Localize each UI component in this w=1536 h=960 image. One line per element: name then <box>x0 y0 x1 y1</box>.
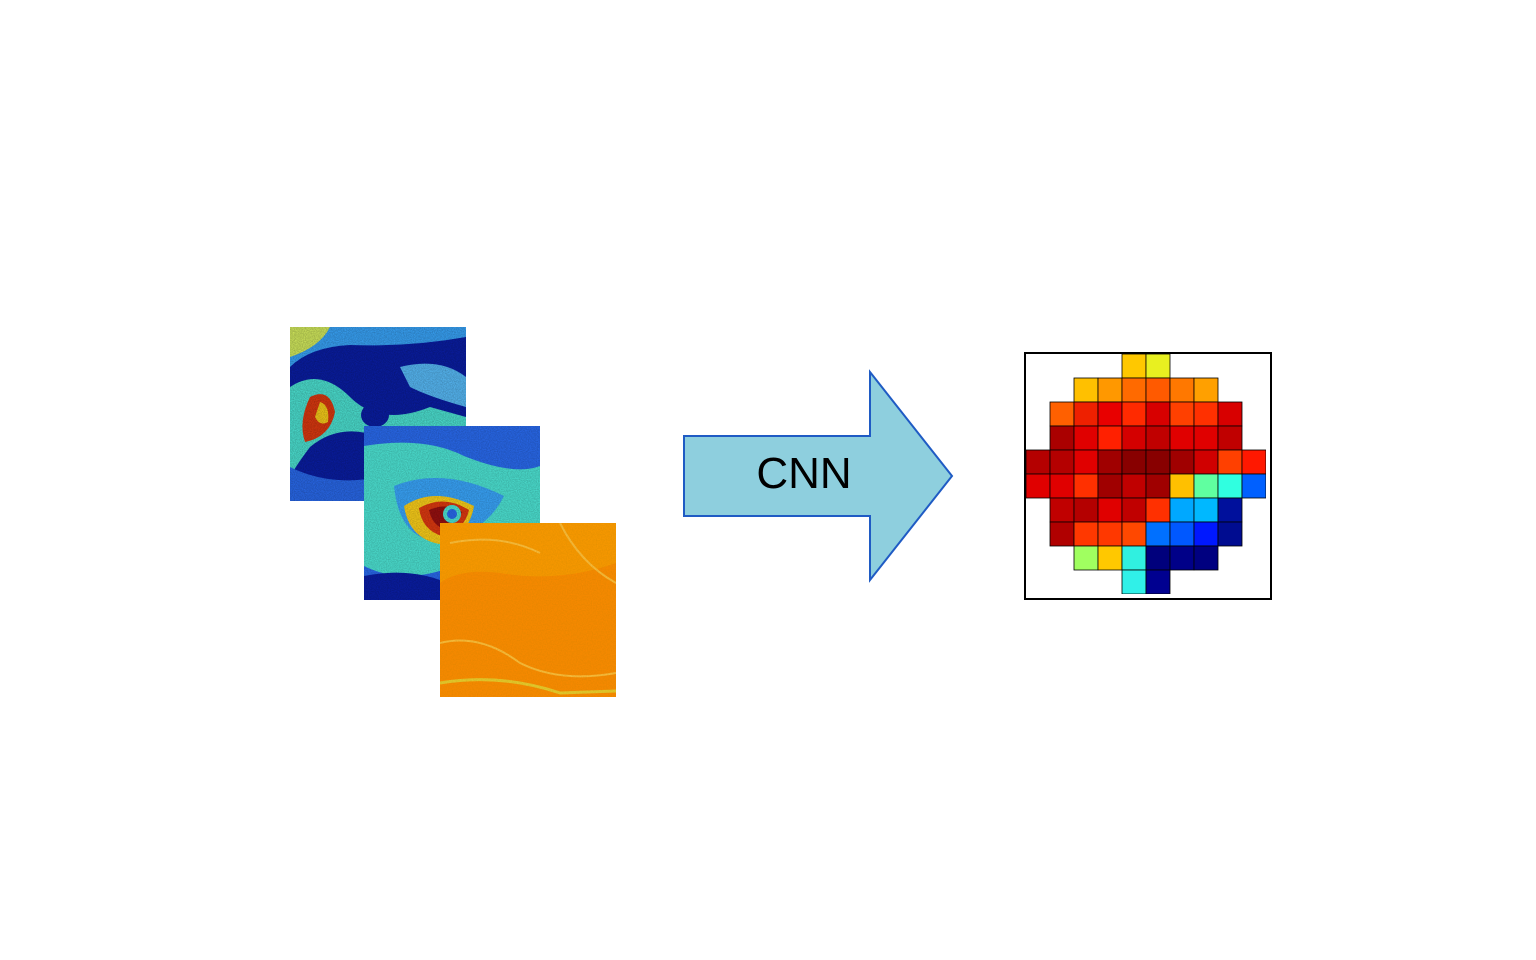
grid-cell-r2-c7 <box>1193 401 1219 427</box>
grid-cell-r3-c5 <box>1145 425 1171 451</box>
grid-cell-r4-c3 <box>1097 449 1123 475</box>
grid-cell-r5-c1 <box>1049 473 1075 499</box>
grid-cell-r6-c8 <box>1217 497 1243 523</box>
grid-cell-r6-c2 <box>1073 497 1099 523</box>
grid-cell-r3-c2 <box>1073 425 1099 451</box>
grid-cell-r9-c4 <box>1121 569 1147 594</box>
grid-cell-r4-c1 <box>1049 449 1075 475</box>
grid-cell-r2-c8 <box>1217 401 1243 427</box>
grid-cell-r7-c1 <box>1049 521 1075 547</box>
grid-cell-r2-c6 <box>1169 401 1195 427</box>
grid-cell-r7-c2 <box>1073 521 1099 547</box>
grid-cell-r7-c4 <box>1121 521 1147 547</box>
grid-cell-r1-c4 <box>1121 377 1147 403</box>
grid-cell-r4-c9 <box>1241 449 1266 475</box>
grid-cell-r1-c6 <box>1169 377 1195 403</box>
grid-cell-r3-c7 <box>1193 425 1219 451</box>
grid-cell-r3-c8 <box>1217 425 1243 451</box>
grid-cell-r3-c3 <box>1097 425 1123 451</box>
grid-cell-r5-c8 <box>1217 473 1243 499</box>
grid-cell-r0-c4 <box>1121 354 1147 379</box>
grid-cell-r1-c3 <box>1097 377 1123 403</box>
grid-cell-r3-c1 <box>1049 425 1075 451</box>
output-grid <box>1026 354 1266 594</box>
grid-cell-r8-c3 <box>1097 545 1123 571</box>
grid-cell-r4-c0 <box>1026 449 1051 475</box>
grid-cell-r7-c7 <box>1193 521 1219 547</box>
cnn-arrow: CNN <box>680 368 960 584</box>
grid-cell-r5-c3 <box>1097 473 1123 499</box>
grid-cell-r1-c5 <box>1145 377 1171 403</box>
grid-cell-r4-c5 <box>1145 449 1171 475</box>
grid-cell-r5-c9 <box>1241 473 1266 499</box>
grid-cell-r3-c6 <box>1169 425 1195 451</box>
grid-cell-r6-c3 <box>1097 497 1123 523</box>
grid-cell-r9-c5 <box>1145 569 1171 594</box>
grid-cell-r5-c6 <box>1169 473 1195 499</box>
grid-cell-r5-c7 <box>1193 473 1219 499</box>
grid-cell-r6-c7 <box>1193 497 1219 523</box>
grid-cell-r4-c7 <box>1193 449 1219 475</box>
grid-cell-r8-c4 <box>1121 545 1147 571</box>
grid-cell-r6-c1 <box>1049 497 1075 523</box>
grid-cell-r0-c5 <box>1145 354 1171 379</box>
grid-cell-r6-c6 <box>1169 497 1195 523</box>
grid-cell-r8-c7 <box>1193 545 1219 571</box>
grid-cell-r7-c5 <box>1145 521 1171 547</box>
grid-cell-r7-c8 <box>1217 521 1243 547</box>
grid-cell-r2-c3 <box>1097 401 1123 427</box>
grid-cell-r5-c0 <box>1026 473 1051 499</box>
grid-cell-r7-c3 <box>1097 521 1123 547</box>
grid-cell-r8-c2 <box>1073 545 1099 571</box>
grid-cell-r4-c8 <box>1217 449 1243 475</box>
grid-cell-r8-c5 <box>1145 545 1171 571</box>
grid-cell-r4-c2 <box>1073 449 1099 475</box>
cnn-label: CNN <box>756 449 852 498</box>
grid-cell-r7-c6 <box>1169 521 1195 547</box>
grid-cell-r1-c7 <box>1193 377 1219 403</box>
input-map-3 <box>440 523 616 697</box>
grid-cell-r3-c4 <box>1121 425 1147 451</box>
grid-cell-r4-c6 <box>1169 449 1195 475</box>
grid-cell-r5-c4 <box>1121 473 1147 499</box>
grid-cell-r2-c5 <box>1145 401 1171 427</box>
grid-cell-r2-c4 <box>1121 401 1147 427</box>
grid-cell-r8-c6 <box>1169 545 1195 571</box>
grid-cell-r5-c5 <box>1145 473 1171 499</box>
grid-cell-r6-c5 <box>1145 497 1171 523</box>
grid-cell-r6-c4 <box>1121 497 1147 523</box>
grid-cell-r5-c2 <box>1073 473 1099 499</box>
grid-cell-r2-c1 <box>1049 401 1075 427</box>
grid-cell-r4-c4 <box>1121 449 1147 475</box>
grid-cell-r2-c2 <box>1073 401 1099 427</box>
grid-cell-r1-c2 <box>1073 377 1099 403</box>
